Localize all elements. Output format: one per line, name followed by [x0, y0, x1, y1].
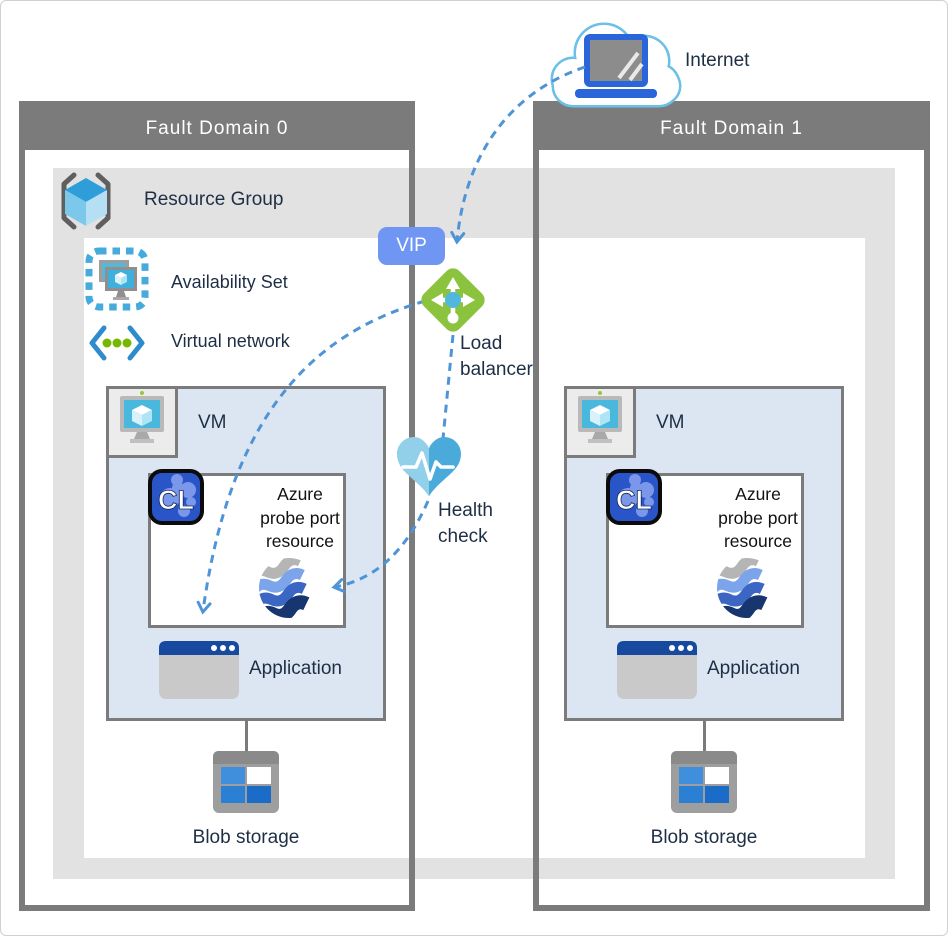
- blob-storage-icon: [213, 751, 279, 813]
- health-check-label: Health check: [438, 500, 493, 547]
- laptop-icon: [575, 34, 657, 98]
- fault-domain-1-title: Fault Domain 1: [539, 107, 924, 150]
- fault-domain-0-title: Fault Domain 0: [25, 107, 409, 150]
- svg-text:CL: CL: [616, 485, 652, 515]
- resource-group-icon: [61, 172, 111, 230]
- virtual-network-icon: [89, 325, 145, 361]
- vip-badge: VIP: [378, 227, 445, 265]
- blob-storage-icon: [671, 751, 737, 813]
- internet-cloud-icon: [550, 22, 682, 108]
- vm-label: VM: [198, 412, 227, 433]
- azure-probe-port-label: Azure probe port resource: [260, 484, 340, 551]
- blob-storage-label: Blob storage: [192, 827, 300, 848]
- vm-label: VM: [656, 412, 685, 433]
- cl-extension-icon: CL: [606, 469, 662, 525]
- azure-probe-port-label: Azure probe port resource: [718, 484, 798, 551]
- blob-storage-label: Blob storage: [650, 827, 758, 848]
- fault-domain-1-box: Fault Domain 1: [533, 101, 930, 911]
- cl-extension-icon: CL: [148, 469, 204, 525]
- vm-to-blob-connector: [703, 718, 706, 754]
- svg-text:CL: CL: [158, 485, 194, 515]
- application-icon: [159, 641, 239, 699]
- vm-icon: [106, 386, 178, 458]
- vm-icon: [564, 386, 636, 458]
- resource-group-label: Resource Group: [144, 189, 284, 210]
- application-label: Application: [707, 658, 800, 679]
- availability-set-icon: [85, 247, 149, 311]
- availability-set-label: Availability Set: [171, 272, 288, 292]
- application-label: Application: [249, 658, 342, 679]
- application-icon: [617, 641, 697, 699]
- internet-label: Internet: [685, 50, 750, 71]
- vm-to-blob-connector: [245, 718, 248, 754]
- load-balancer-label: Load balancer: [460, 333, 533, 380]
